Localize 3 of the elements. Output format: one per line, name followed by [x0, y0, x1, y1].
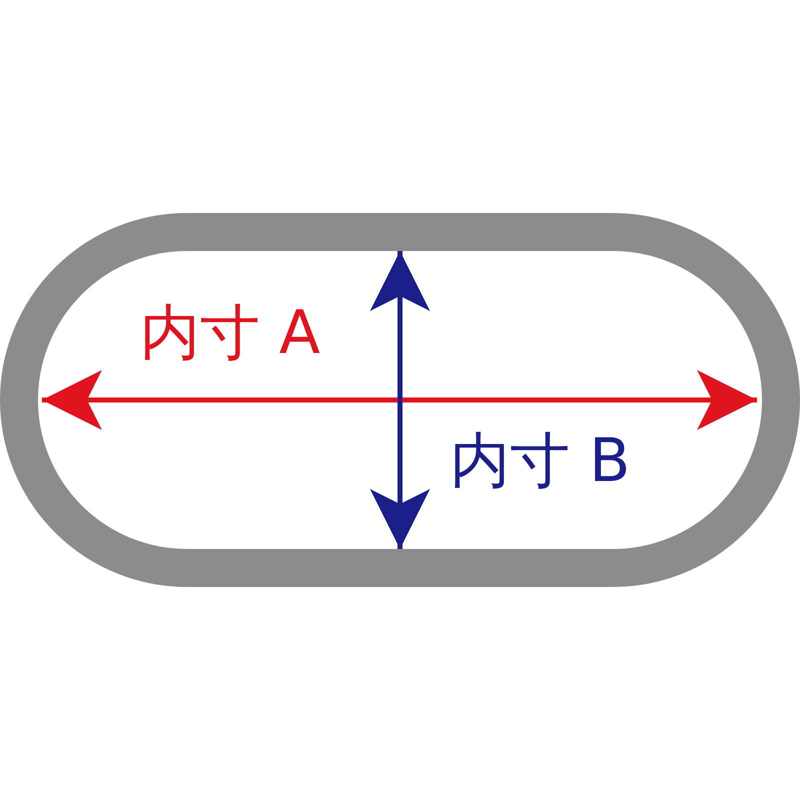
dimension-label: 内寸 A: [140, 303, 320, 363]
stadium-frame: [0, 213, 800, 587]
dimension-label: 内寸 B: [450, 431, 630, 491]
